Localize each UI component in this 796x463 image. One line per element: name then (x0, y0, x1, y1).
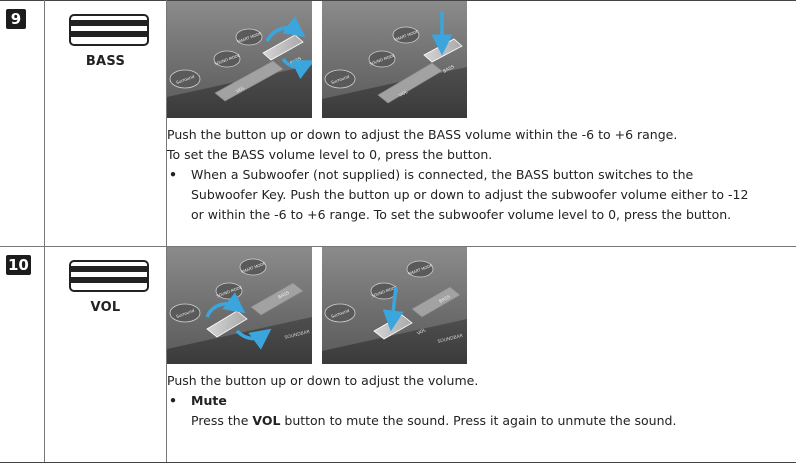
vol-keyword: VOL (252, 413, 280, 428)
description: Push the button up or down to adjust the… (167, 371, 796, 391)
bullet-dot-icon: • (167, 165, 191, 225)
mute-title: Mute (191, 391, 676, 411)
key-cell: VOL (45, 247, 167, 463)
mute-bullet: • Mute Press the VOL button to mute the … (167, 391, 796, 431)
bullet-dot-icon: • (167, 391, 191, 431)
vol-press-photo: Surround SOUND MODE SMART MODE VOL BASS … (322, 247, 467, 364)
content-cell: Surround SOUND MODE SMART MODE BASS SOUN… (167, 247, 796, 463)
number-cell: 10 (0, 247, 45, 463)
bullet-line: or within the -6 to +6 range. To set the… (191, 205, 748, 225)
photo-strip: Surround SOUND MODE SMART MODE BASS SOUN… (167, 247, 796, 364)
vol-button-icon (69, 260, 149, 292)
description-line: To set the BASS volume level to 0, press… (167, 147, 492, 162)
bass-button-icon (69, 14, 149, 46)
photo-strip: Surround SOUND MODE SMART MODE VOL BASS (167, 1, 796, 118)
description-line: Push the button up or down to adjust the… (167, 373, 478, 388)
description-line: Push the button up or down to adjust the… (167, 127, 677, 142)
vol-push-up-down-photo: Surround SOUND MODE SMART MODE BASS SOUN… (167, 247, 312, 364)
row-number-badge: 9 (6, 9, 26, 29)
table-row-bass: 9 BASS Surround SOUND MODE SMART (0, 1, 796, 247)
description: Push the button up or down to adjust the… (167, 125, 796, 165)
key-label: BASS (45, 54, 166, 69)
row-number-badge: 10 (6, 255, 31, 275)
content-cell: Surround SOUND MODE SMART MODE VOL BASS (167, 1, 796, 247)
bass-press-photo: Surround SOUND MODE SMART MODE VOL BASS (322, 1, 467, 118)
key-cell: BASS (45, 1, 167, 247)
bullet-line: When a Subwoofer (not supplied) is conne… (191, 165, 748, 185)
bass-push-up-down-photo: Surround SOUND MODE SMART MODE VOL BASS (167, 1, 312, 118)
bullet-line: Subwoofer Key. Push the button up or dow… (191, 185, 748, 205)
mute-text: Press the VOL button to mute the sound. … (191, 411, 676, 431)
key-label: VOL (45, 300, 166, 315)
table-row-vol: 10 VOL Surround SOUND MODE SMART (0, 247, 796, 463)
note-bullet: • When a Subwoofer (not supplied) is con… (167, 165, 796, 225)
number-cell: 9 (0, 1, 45, 247)
